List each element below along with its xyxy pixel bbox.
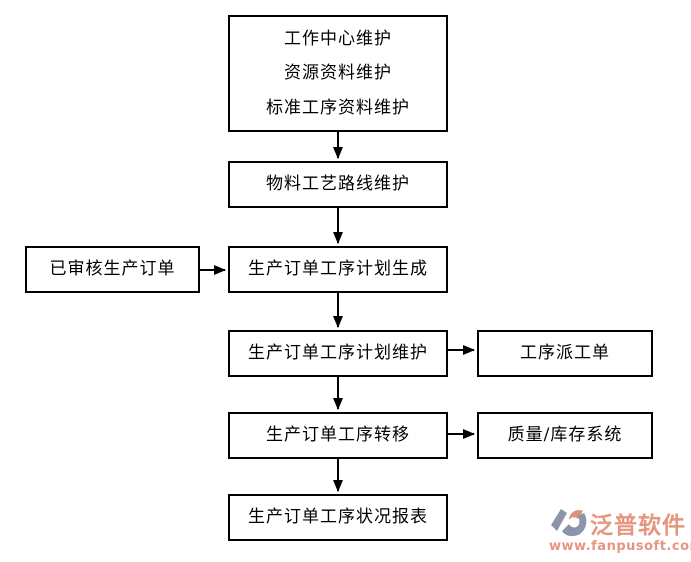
flow-node-master-line-2: 资源资料维护 — [284, 63, 392, 84]
brand-url: www.fanpusoft.com — [549, 539, 691, 554]
flow-node-label: 生产订单工序计划生成 — [248, 259, 428, 280]
flow-node-master-line-1: 工作中心维护 — [284, 28, 392, 49]
flow-node-quality-inventory-system: 质量/库存系统 — [477, 412, 653, 459]
flow-node-master-data: 工作中心维护 资源资料维护 标准工序资料维护 — [228, 15, 448, 132]
fanpusoft-watermark: 泛普软件 www.fanpusoft.com — [549, 505, 691, 554]
fanpu-logo-icon — [551, 509, 587, 537]
flow-node-process-plan-maintenance: 生产订单工序计划维护 — [228, 330, 448, 377]
flow-node-process-transfer: 生产订单工序转移 — [228, 412, 448, 459]
flow-node-master-line-3: 标准工序资料维护 — [266, 97, 410, 118]
flow-node-process-plan-generation: 生产订单工序计划生成 — [228, 246, 448, 293]
flow-node-process-dispatch-order: 工序派工单 — [477, 330, 653, 377]
flow-node-label: 生产订单工序转移 — [266, 425, 410, 446]
flow-node-label: 工序派工单 — [520, 343, 610, 364]
flow-node-process-status-report: 生产订单工序状况报表 — [228, 494, 448, 541]
flow-node-reviewed-production-order: 已审核生产订单 — [25, 246, 200, 293]
flow-node-material-routing: 物料工艺路线维护 — [228, 161, 448, 208]
flow-node-label: 物料工艺路线维护 — [266, 174, 410, 195]
flow-node-label: 已审核生产订单 — [49, 259, 176, 280]
flow-node-label: 质量/库存系统 — [507, 425, 623, 446]
brand-name: 泛普软件 — [590, 513, 686, 539]
flow-node-label: 生产订单工序状况报表 — [248, 507, 428, 528]
flow-node-label: 生产订单工序计划维护 — [248, 343, 428, 364]
